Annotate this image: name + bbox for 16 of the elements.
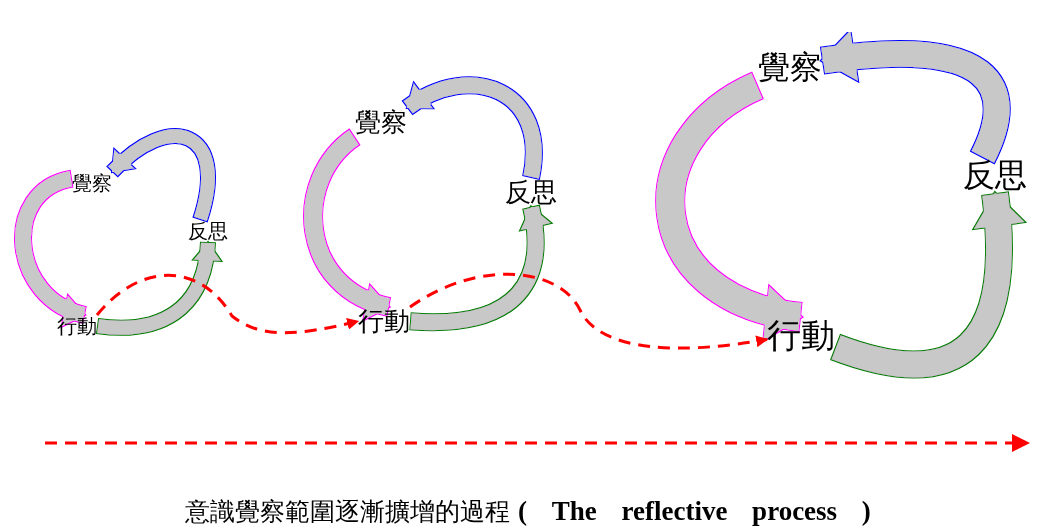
label-text: 覺察 (72, 172, 112, 194)
label-text: 行動 (57, 315, 97, 337)
dashed-arrow (95, 273, 360, 335)
caption: 意識覺察範圍逐漸擴增的過程 ( The reflective process ) (185, 495, 871, 528)
curved-block-arrow (106, 128, 216, 223)
curved-block-arrow (96, 240, 222, 336)
label-text: 反思 (188, 220, 228, 242)
label-text: 反思 (505, 178, 557, 207)
label-text: 覺察 (758, 50, 822, 86)
curved-block-arrow (655, 72, 804, 340)
curved-block-arrow (830, 190, 1027, 379)
curved-block-arrow (409, 204, 553, 332)
curved-block-arrow (14, 169, 88, 326)
dashed-arrow (409, 272, 769, 350)
label-text: 覺察 (355, 108, 407, 137)
label-text: 反思 (963, 158, 1027, 194)
